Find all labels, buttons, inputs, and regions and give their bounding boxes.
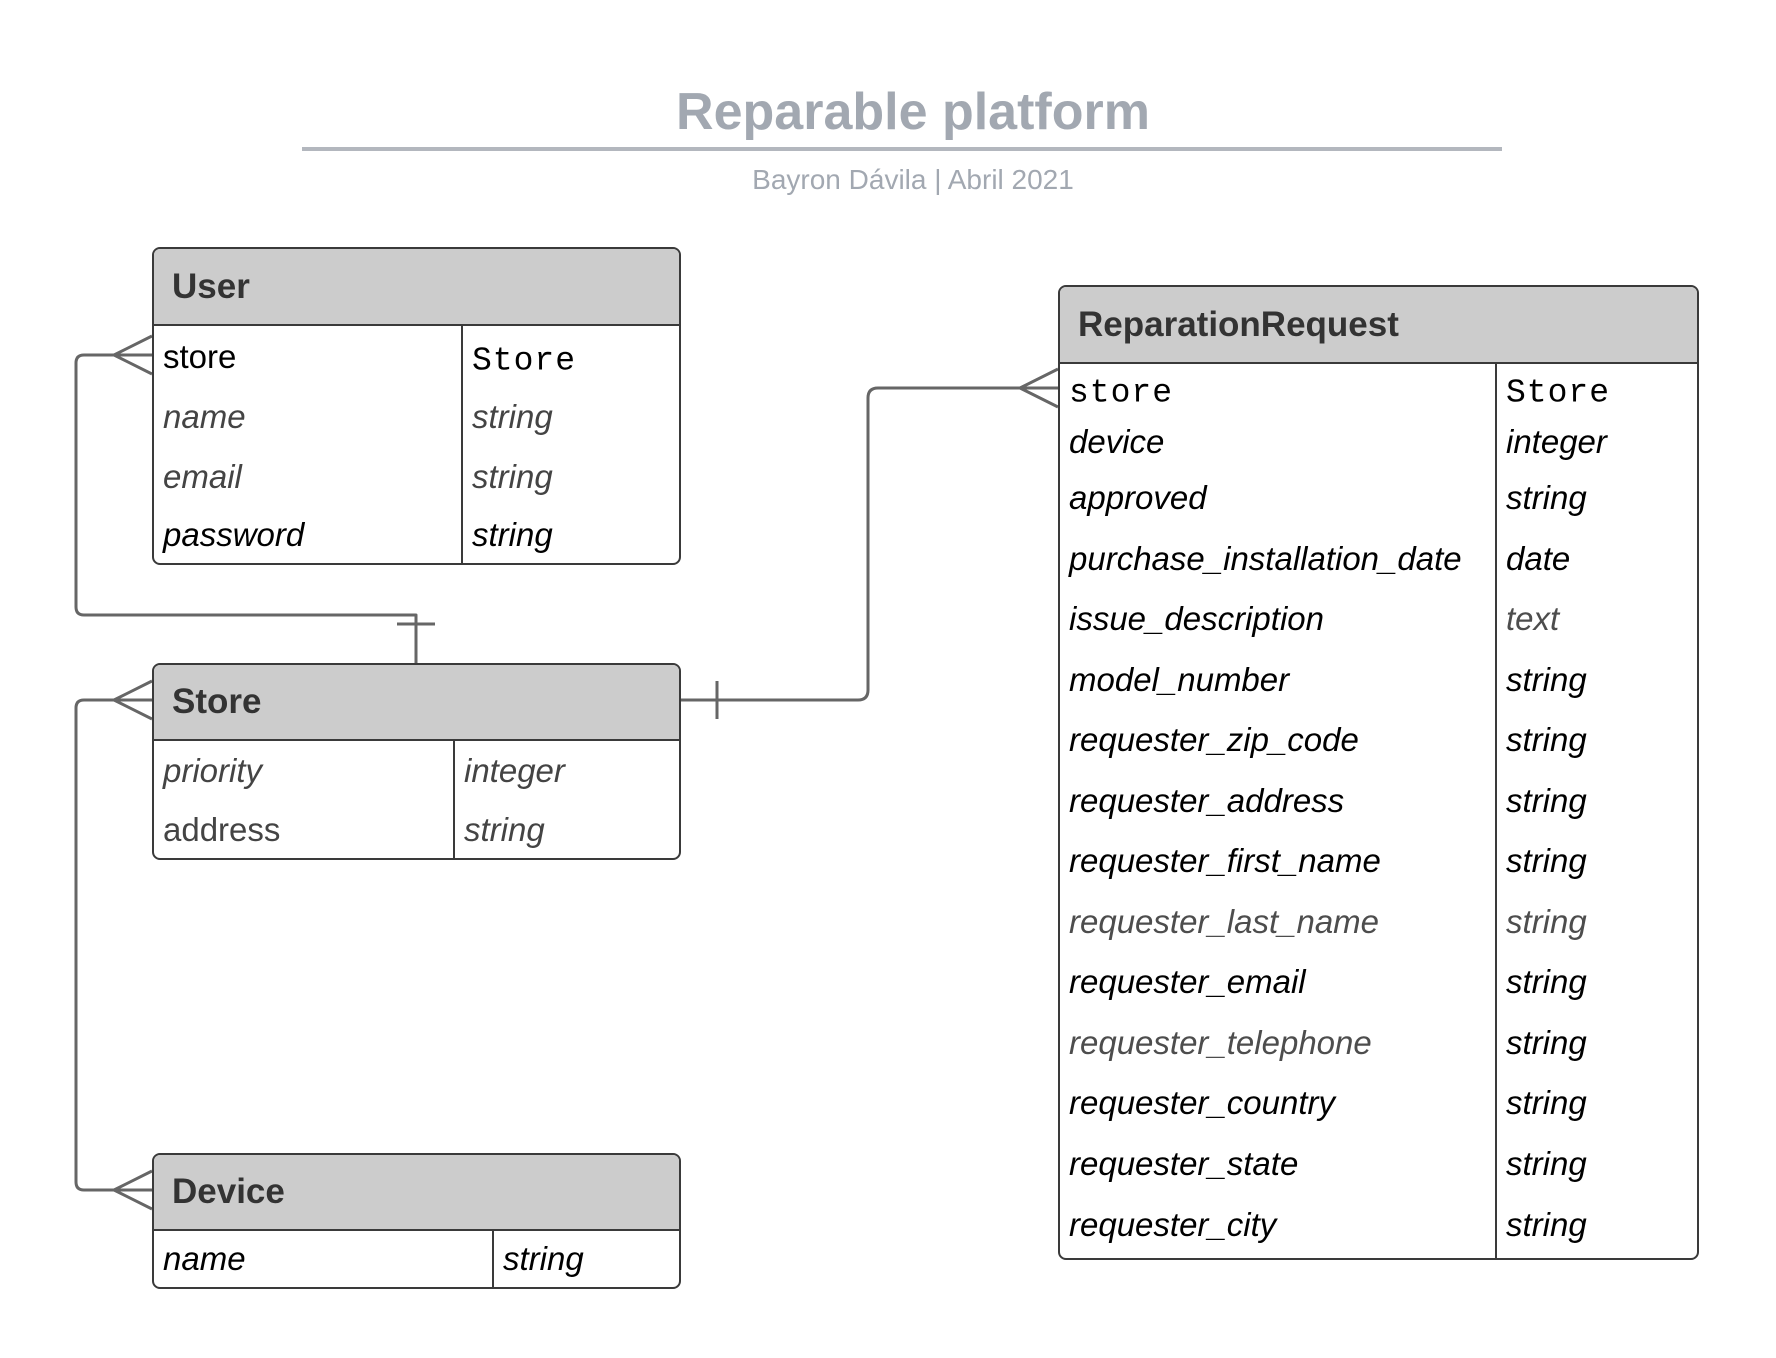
field-row: requester_city string <box>1060 1194 1697 1256</box>
entity-title: User <box>172 266 250 306</box>
entity-device[interactable]: Device name string <box>152 1153 681 1289</box>
field-row: requester_telephone string <box>1060 1012 1697 1073</box>
entity-store[interactable]: Store priority integer address string <box>152 663 681 860</box>
field-type: string <box>1506 479 1587 516</box>
field-name: model_number <box>1069 660 1290 698</box>
field-type: string <box>1506 902 1587 940</box>
field-type: string <box>503 1240 584 1277</box>
field-type: string <box>1506 721 1587 758</box>
entity-title: Store <box>172 682 262 721</box>
field-name: requester_state <box>1069 1144 1299 1182</box>
field-name: name <box>163 398 246 435</box>
field-name: requester_city <box>1069 1206 1277 1243</box>
field-row: requester_country string <box>1060 1073 1697 1133</box>
field-row: model_number string <box>1060 649 1697 710</box>
entity-reparation-request[interactable]: ReparationRequest store Store device int… <box>1058 285 1699 1260</box>
entity-header: User <box>154 249 679 326</box>
field-type: text <box>1506 600 1560 637</box>
entity-header: Device <box>154 1155 679 1231</box>
field-name: requester_telephone <box>1069 1023 1372 1061</box>
field-type: string <box>1506 1084 1587 1121</box>
field-name: priority <box>163 752 263 789</box>
many-marker-store <box>113 679 153 721</box>
field-row: requester_state string <box>1060 1133 1697 1194</box>
field-type: Store <box>1506 374 1611 412</box>
field-name: requester_first_name <box>1069 842 1381 879</box>
field-row: requester_first_name string <box>1060 831 1697 891</box>
column-divider <box>461 326 463 563</box>
entity-title: ReparationRequest <box>1078 304 1399 344</box>
entity-fields: priority integer address string <box>154 741 679 858</box>
field-name: email <box>163 458 242 495</box>
entity-fields: store Store name string email string pas… <box>154 326 679 563</box>
field-type: string <box>472 458 553 495</box>
field-type: Store <box>472 342 577 380</box>
field-type: string <box>1506 1023 1587 1061</box>
entity-header: ReparationRequest <box>1060 287 1697 364</box>
field-row: address string <box>154 801 679 858</box>
field-type: date <box>1506 539 1571 577</box>
field-row: requester_email string <box>1060 952 1697 1012</box>
field-name: device <box>1069 423 1165 460</box>
field-name: requester_address <box>1069 781 1345 819</box>
entity-user[interactable]: User store Store name string email strin… <box>152 247 681 565</box>
field-type: string <box>1506 781 1587 819</box>
connector-store-user <box>74 353 418 663</box>
entity-header: Store <box>154 665 679 741</box>
many-marker-device <box>113 1169 153 1211</box>
field-type: string <box>1506 842 1587 879</box>
connector-store-device <box>74 698 152 1192</box>
field-type: string <box>1506 1206 1587 1243</box>
column-divider <box>492 1231 494 1287</box>
entity-fields: name string <box>154 1231 679 1287</box>
field-row: name string <box>154 1231 679 1287</box>
field-type: string <box>1506 660 1587 698</box>
field-name: issue_description <box>1069 600 1324 637</box>
field-name: requester_email <box>1069 963 1306 1000</box>
field-row: password string <box>154 507 679 563</box>
field-row: store Store <box>154 326 679 387</box>
field-row: requester_last_name string <box>1060 891 1697 952</box>
field-type: integer <box>1506 423 1607 460</box>
field-row: name string <box>154 387 679 447</box>
field-name: requester_zip_code <box>1069 721 1359 758</box>
diagram-title: Reparable platform <box>676 83 1150 141</box>
field-name: requester_country <box>1069 1084 1335 1121</box>
diagram-subtitle: Bayron Dávila | Abril 2021 <box>752 164 1074 195</box>
entity-title: Device <box>172 1172 285 1211</box>
field-name: name <box>163 1240 246 1277</box>
field-row: requester_zip_code string <box>1060 710 1697 770</box>
field-row: issue_description text <box>1060 589 1697 649</box>
field-type: string <box>1506 963 1587 1000</box>
many-marker-user <box>113 334 153 376</box>
field-row: requester_address string <box>1060 770 1697 831</box>
field-row: priority integer <box>154 741 679 801</box>
field-type: string <box>1506 1144 1587 1182</box>
field-row: purchase_installation_date date <box>1060 528 1697 589</box>
many-marker-reparation <box>1019 367 1059 409</box>
field-type: integer <box>464 752 565 789</box>
field-row: approved string <box>1060 468 1697 528</box>
field-type: string <box>472 516 553 553</box>
field-row: email string <box>154 447 679 507</box>
entity-fields: store Store device integer approved stri… <box>1060 364 1697 1258</box>
field-name: approved <box>1069 479 1207 516</box>
field-type: string <box>464 810 545 848</box>
field-name: store <box>1069 374 1174 412</box>
field-row: store Store <box>1060 364 1697 416</box>
field-row: device integer <box>1060 416 1697 468</box>
field-name: password <box>163 516 305 553</box>
field-name: store <box>163 337 237 375</box>
field-type: string <box>472 398 553 435</box>
field-name: address <box>163 810 281 848</box>
connector-store-reparation <box>680 386 1058 702</box>
column-divider <box>1495 364 1497 1258</box>
column-divider <box>453 741 455 858</box>
field-name: purchase_installation_date <box>1069 539 1462 577</box>
title-divider <box>302 147 1502 151</box>
field-name: requester_last_name <box>1069 902 1380 940</box>
